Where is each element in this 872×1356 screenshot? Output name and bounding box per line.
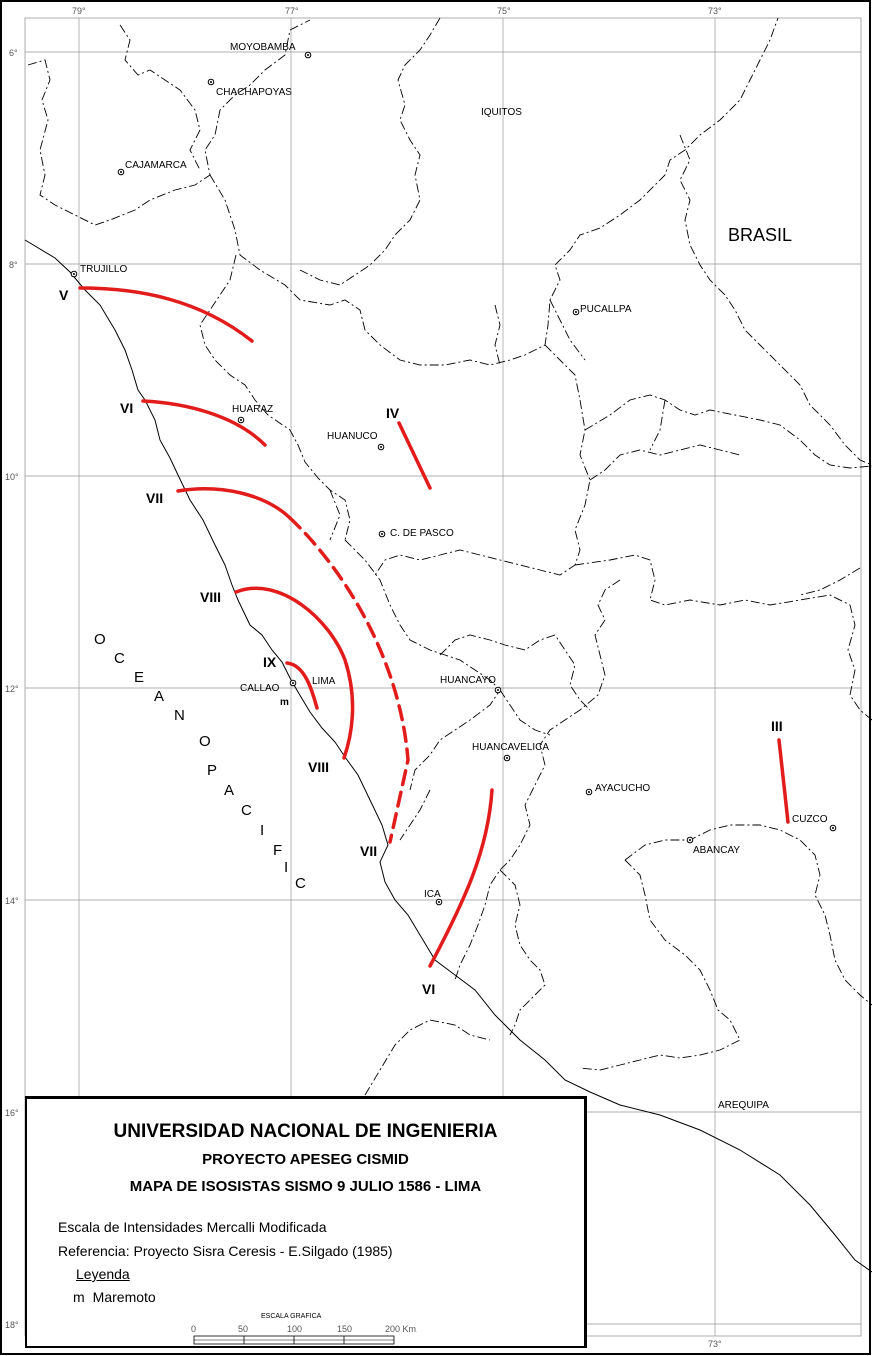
scale-tick-label: 0 xyxy=(191,1324,196,1334)
legend-symbol: m xyxy=(73,1289,85,1305)
tsunami-marker: m xyxy=(280,697,289,708)
isoseismal-line-viii xyxy=(234,586,355,760)
city-label: HUANCAYO xyxy=(440,675,496,686)
city-label: C. DE PASCO xyxy=(390,528,454,539)
city-label: PUCALLPA xyxy=(580,304,632,315)
latitude-tick: 12° xyxy=(5,684,19,694)
ocean-letter: F xyxy=(273,842,282,859)
title-block: UNIVERSIDAD NACIONAL DE INGENIERIA PROYE… xyxy=(25,1096,587,1348)
legend-label: Maremoto xyxy=(92,1289,156,1305)
reference-note: Referencia: Proyecto Sisra Ceresis - E.S… xyxy=(58,1243,393,1259)
city-label: CALLAO xyxy=(240,683,280,694)
intensity-label: VIII xyxy=(308,759,329,775)
scale-tick-label: 150 xyxy=(337,1324,352,1334)
latitude-tick: 16° xyxy=(5,1108,19,1118)
city-label: MOYOBAMBA xyxy=(230,42,296,53)
city-label: CHACHAPOYAS xyxy=(216,87,292,98)
ocean-letter: N xyxy=(174,707,185,724)
ocean-letter: P xyxy=(207,762,217,779)
latitude-tick: 6° xyxy=(9,48,18,58)
city-label: ABANCAY xyxy=(693,845,740,856)
city-label: CAJAMARCA xyxy=(125,160,187,171)
ocean-letter: O xyxy=(199,733,211,750)
intensity-label: VI xyxy=(422,981,435,997)
city-label: AREQUIPA xyxy=(718,1100,769,1111)
map-title: MAPA DE ISOSISTAS SISMO 9 JULIO 1586 - L… xyxy=(129,1178,482,1195)
city-label: HUANCAVELICA xyxy=(472,742,549,753)
ocean-letter: I xyxy=(260,822,264,839)
country-label: BRASIL xyxy=(728,225,792,245)
ocean-label: O C E A N O P A C I F I C O xyxy=(94,631,306,892)
ocean-letter: A xyxy=(224,782,234,799)
isoseismal-line-v xyxy=(78,286,254,343)
intensity-label: III xyxy=(771,718,783,734)
intensity-label: VIII xyxy=(200,589,221,605)
scale-tick-label: 50 xyxy=(238,1324,248,1334)
isoseismal-line-vi-north xyxy=(141,399,267,447)
administrative-borders xyxy=(27,17,872,1096)
institution-title: UNIVERSIDAD NACIONAL DE INGENIERIA xyxy=(113,1121,498,1142)
project-title: PROYECTO APESEG CISMID xyxy=(202,1151,409,1168)
longitude-tick: 73° xyxy=(708,1339,722,1349)
isoseismal-line-vii-north xyxy=(176,487,292,520)
isoseismal-line-ix xyxy=(285,661,319,710)
latitude-tick: 14° xyxy=(5,896,19,906)
legend-item-tsunami: m Maremoto xyxy=(73,1289,156,1305)
city-label: LIMA xyxy=(312,676,336,687)
intensity-label: VII xyxy=(146,490,163,506)
longitude-tick: 73° xyxy=(708,6,722,16)
city-label: AYACUCHO xyxy=(595,783,650,794)
latitude-tick: 18° xyxy=(5,1320,19,1330)
isoseismal-line-vi-south xyxy=(428,788,494,968)
legend-heading: Leyenda xyxy=(76,1266,130,1282)
graphic-scale: 0 50 100 150 200 Km. xyxy=(191,1324,417,1345)
longitude-tick: 77° xyxy=(285,6,299,16)
isoseismal-line-vii-dashed xyxy=(288,516,410,844)
intensity-label: VI xyxy=(120,400,133,416)
latitude-tick: 8° xyxy=(9,260,18,270)
intensity-label: VII xyxy=(360,843,377,859)
city-label: HUANUCO xyxy=(327,431,378,442)
ocean-letter: E xyxy=(134,669,144,686)
ocean-letter: O xyxy=(94,631,106,648)
intensity-label: IV xyxy=(386,405,400,421)
intensity-scale-note: Escala de Intensidades Mercalli Modifica… xyxy=(58,1219,327,1235)
city-markers xyxy=(70,51,837,906)
ocean-letter: A xyxy=(154,688,164,705)
city-label: IQUITOS xyxy=(481,107,522,118)
graphic-scale-title: ESCALA GRAFICA xyxy=(261,1313,322,1320)
city-label: CUZCO xyxy=(792,814,828,825)
scale-tick-label: 200 Km. xyxy=(385,1324,417,1334)
longitude-tick: 79° xyxy=(72,6,86,16)
ocean-letter: C xyxy=(114,650,125,667)
city-label: HUARAZ xyxy=(232,404,273,415)
ocean-letter: C xyxy=(241,802,252,819)
city-label: ICA xyxy=(424,889,441,900)
city-marker-dots xyxy=(73,54,834,903)
isoseismal-line-iii xyxy=(777,738,790,824)
isoseismal-line-iv xyxy=(397,421,432,490)
longitude-tick: 75° xyxy=(497,6,511,16)
intensity-label: V xyxy=(59,287,69,303)
ocean-letter: C xyxy=(295,875,306,892)
latitude-tick: 10° xyxy=(5,472,19,482)
scale-tick-label: 100 xyxy=(287,1324,302,1334)
intensity-label: IX xyxy=(263,654,277,670)
isoseismal-lines xyxy=(78,286,790,968)
coastline xyxy=(24,239,872,1273)
city-label: TRUJILLO xyxy=(80,264,127,275)
ocean-letter: I xyxy=(284,859,288,876)
